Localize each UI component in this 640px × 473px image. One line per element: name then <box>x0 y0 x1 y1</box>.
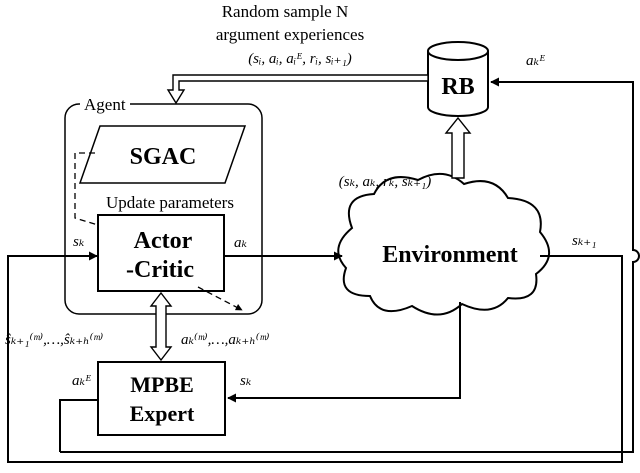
rb-label: RB <box>441 74 474 100</box>
a-k-label: aₖ <box>234 235 248 251</box>
agent-label: Agent <box>84 95 126 114</box>
environment-cloud <box>337 173 550 316</box>
mpbe-label: MPBE <box>130 372 194 397</box>
critic-dashed-arrow <box>197 286 243 311</box>
s-k-mpbe-label: sₖ <box>240 373 252 389</box>
agent-label-bg <box>80 96 130 112</box>
predicted-states-label: ŝₖ₊₁⁽ᵐ⁾,…,ŝₖ₊ₕ⁽ᵐ⁾ <box>5 331 104 348</box>
update-parameters-label: Update parameters <box>106 193 234 212</box>
environment-label: Environment <box>382 242 518 268</box>
env-to-mpbe-state-line <box>227 302 461 403</box>
expert-action-to-rb-line <box>60 77 640 453</box>
actor-label: Actor <box>134 228 193 254</box>
s-k1-label: sₖ₊₁ <box>572 233 596 249</box>
rb-cylinder-top <box>427 41 489 61</box>
expert-label: Expert <box>130 401 195 426</box>
state-feedback-line <box>7 251 623 463</box>
actor-critic-block <box>97 214 225 292</box>
rb-cylinder-body <box>427 51 489 117</box>
transition-tuple: (sₖ, aₖ, rₖ, sₖ₊₁) <box>339 174 432 190</box>
critic-label: -Critic <box>126 257 194 283</box>
a-k-e-right-label: aₖᴱ <box>526 53 545 69</box>
mpbe-expert-block <box>97 361 226 436</box>
expert-action-out-left <box>59 399 98 452</box>
sample-tuple: (sᵢ, aᵢ, aᵢᴱ, rᵢ, sᵢ₊₁) <box>248 51 352 67</box>
env-to-rb-hollow-arrow <box>444 116 472 179</box>
rb-to-sgac-hollow-arrow <box>166 74 429 105</box>
sgac-block <box>78 125 247 184</box>
sgac-label: SGAC <box>130 144 197 170</box>
actor-mpbe-double-arrow <box>149 291 173 362</box>
sample-caption-line1: Random sample N <box>222 2 349 21</box>
update-dashed-line <box>74 152 99 226</box>
s-k-left-label: sₖ <box>73 234 85 250</box>
predicted-actions-label: aₖ⁽ᵐ⁾,…,aₖ₊ₕ⁽ᵐ⁾ <box>181 331 270 348</box>
a-k-e-left-label: aₖᴱ <box>72 373 91 389</box>
sample-caption-line2: argument experiences <box>216 25 364 44</box>
